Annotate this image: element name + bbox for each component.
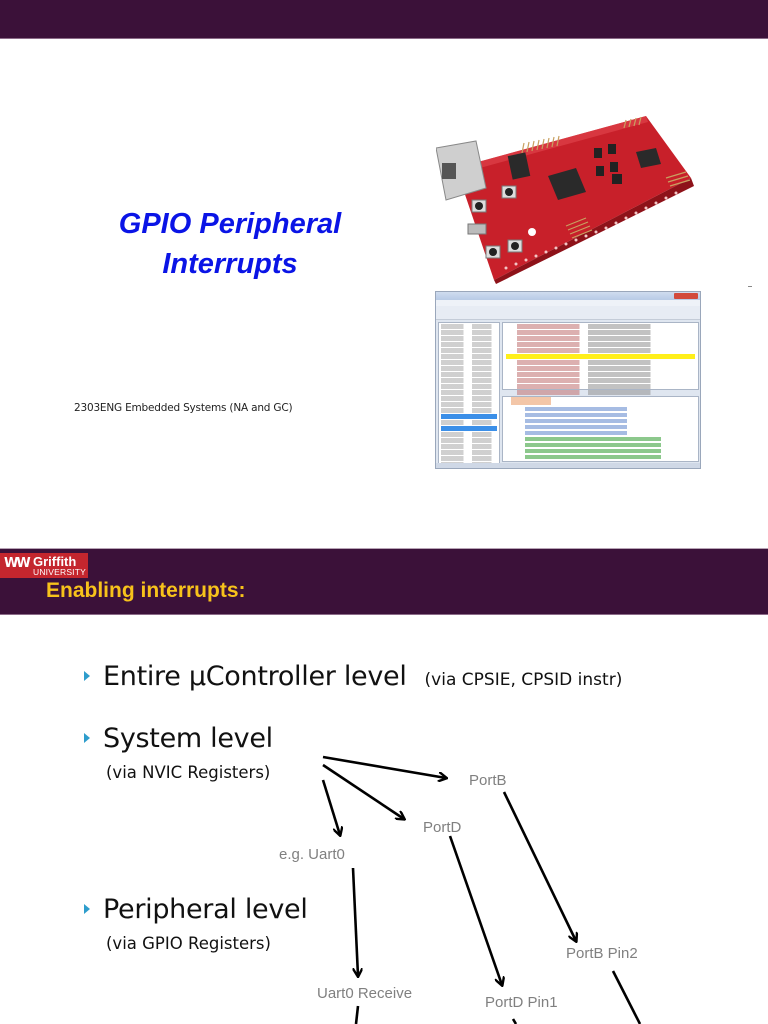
bullet-main-text: Entire μController level <box>103 661 407 692</box>
ide-disassembly-panel <box>502 322 699 395</box>
ide-menubar <box>436 300 700 306</box>
launchpad-board-image <box>436 116 694 284</box>
ide-window-buttons <box>674 293 698 299</box>
ide-register-panel <box>438 322 500 467</box>
bullet-arrow-icon <box>84 904 90 914</box>
ide-titlebar <box>436 292 700 300</box>
slide-title-heading: GPIO Peripheral Interrupts <box>60 204 400 284</box>
label-uart0-receive: Uart0 Receive <box>317 985 413 1002</box>
image-edge-marker <box>748 286 752 287</box>
logo-name: Griffith <box>33 554 77 569</box>
bullet-system-subtext: (via NVIC Registers) <box>106 763 271 782</box>
course-subtitle: 2303ENG Embedded Systems (NA and GC) <box>74 402 293 414</box>
label-portb-pin2: PortB Pin2 <box>566 945 638 962</box>
label-portd: PortD <box>423 819 462 836</box>
griffith-crest-icon: WW <box>4 556 31 571</box>
title-line-2: Interrupts <box>162 248 298 280</box>
bullet-controller-level: Entire μController level (via CPSIE, CPS… <box>84 661 622 692</box>
ide-statusbar <box>436 463 700 468</box>
slide-header: WW Griffith UNIVERSITY Enabling interrup… <box>0 548 768 615</box>
logo-subtext: UNIVERSITY <box>33 567 87 577</box>
slide-title: GPIO Peripheral Interrupts 2303ENG Embed… <box>0 0 768 469</box>
bullet-main-text: Peripheral level <box>103 894 308 925</box>
griffith-logo: WW Griffith UNIVERSITY <box>0 553 88 578</box>
bullet-peripheral-subtext: (via GPIO Registers) <box>106 934 271 953</box>
slide-top-bar <box>0 0 768 39</box>
ide-screenshot-image <box>435 291 701 469</box>
bullet-arrow-icon <box>84 671 90 681</box>
bullet-main-text: System level <box>103 723 273 754</box>
bullet-peripheral-level: Peripheral level <box>84 894 308 925</box>
title-line-1: GPIO Peripheral <box>118 208 342 240</box>
label-portb: PortB <box>469 772 507 789</box>
bullet-note-text: (via CPSIE, CPSID instr) <box>424 670 623 690</box>
bullet-arrow-icon <box>84 733 90 743</box>
slide-heading: Enabling interrupts: <box>46 579 246 602</box>
label-uart0: e.g. Uart0 <box>279 846 345 863</box>
ide-toolbar <box>436 306 700 320</box>
label-portd-pin1: PortD Pin1 <box>485 994 558 1011</box>
slide-enabling-interrupts: WW Griffith UNIVERSITY Enabling interrup… <box>0 548 768 1024</box>
ide-source-panel <box>502 396 699 462</box>
bullet-system-level: System level <box>84 723 273 754</box>
